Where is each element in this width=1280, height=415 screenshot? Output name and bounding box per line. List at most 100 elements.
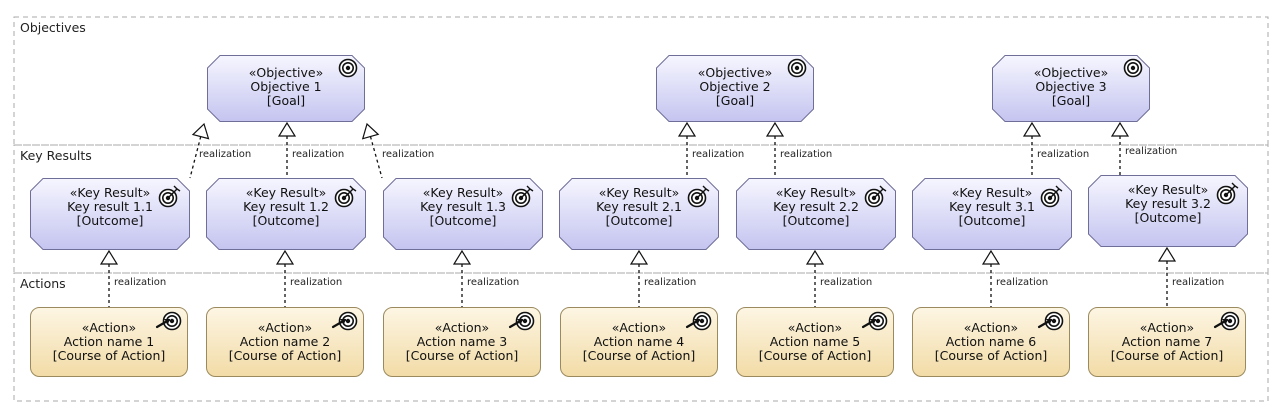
key-result-type: [Outcome] (958, 213, 1026, 228)
key-result-stereotype: «Key Result» (69, 185, 151, 200)
group-label-key-results: Key Results (20, 148, 92, 163)
action-node-a1[interactable]: «Action»Action name 1[Course of Action] (30, 307, 188, 377)
realization-edge-k21 (677, 121, 697, 178)
action-body (206, 307, 364, 377)
key-result-text: «Key Result»Key result 3.2[Outcome] (1088, 183, 1248, 225)
objective-node-o2[interactable]: «Objective»Objective 2[Goal] (656, 55, 814, 122)
action-text: «Action»Action name 4[Course of Action] (560, 321, 718, 363)
target-icon (338, 58, 358, 78)
action-body (30, 307, 188, 377)
key-result-body (559, 178, 719, 250)
key-result-text: «Key Result»Key result 3.1[Outcome] (912, 186, 1072, 228)
group-label-objectives: Objectives (20, 20, 86, 35)
action-type: [Course of Action] (52, 348, 166, 363)
action-type: [Course of Action] (1110, 348, 1224, 363)
objective-text: «Objective»Objective 2[Goal] (656, 66, 814, 108)
key-result-node-k32[interactable]: «Key Result»Key result 3.2[Outcome] (1088, 175, 1248, 247)
key-result-node-k31[interactable]: «Key Result»Key result 3.1[Outcome] (912, 178, 1072, 250)
realization-edge-k13 (361, 122, 383, 179)
objective-stereotype: «Objective» (697, 65, 773, 80)
target-icon (864, 185, 887, 208)
action-type: [Course of Action] (228, 348, 342, 363)
key-result-type: [Outcome] (782, 213, 850, 228)
objective-body (656, 55, 814, 122)
key-result-node-k11[interactable]: «Key Result»Key result 1.1[Outcome] (30, 178, 190, 250)
realization-label: realization (996, 277, 1049, 288)
objectives-group-frame (13, 16, 1269, 146)
action-stereotype: «Action» (1139, 320, 1195, 335)
objective-name: Objective 1 (250, 79, 322, 94)
key-result-shape (30, 178, 190, 250)
target-with-arrow-icon (685, 311, 712, 331)
action-shape (1088, 307, 1246, 377)
action-stereotype: «Action» (257, 320, 313, 335)
key-result-node-k13[interactable]: «Key Result»Key result 1.3[Outcome] (383, 178, 543, 250)
key-result-stereotype: «Key Result» (598, 185, 680, 200)
target-icon (334, 185, 357, 208)
objective-node-o1[interactable]: «Objective»Objective 1[Goal] (207, 55, 365, 122)
realization-label: realization (644, 277, 697, 288)
action-text: «Action»Action name 3[Course of Action] (383, 321, 541, 363)
key-result-name: Key result 1.2 (243, 199, 329, 214)
action-node-a6[interactable]: «Action»Action name 6[Course of Action] (912, 307, 1070, 377)
key-result-type: [Outcome] (76, 213, 144, 228)
key-result-shape (736, 178, 896, 250)
objective-shape (656, 55, 814, 122)
realization-edge-k12 (277, 121, 297, 178)
realization-edge-a7 (1157, 246, 1177, 307)
target-with-arrow-icon (1213, 311, 1240, 331)
action-node-a4[interactable]: «Action»Action name 4[Course of Action] (560, 307, 718, 377)
action-node-a7[interactable]: «Action»Action name 7[Course of Action] (1088, 307, 1246, 377)
realization-label: realization (382, 149, 435, 160)
action-shape (912, 307, 1070, 377)
target-with-arrow-icon (331, 311, 358, 331)
key-result-shape (559, 178, 719, 250)
action-body (560, 307, 718, 377)
objective-node-o3[interactable]: «Objective»Objective 3[Goal] (992, 55, 1150, 122)
target-icon (687, 185, 710, 208)
key-result-text: «Key Result»Key result 1.3[Outcome] (383, 186, 543, 228)
realization-label: realization (467, 277, 520, 288)
action-node-a3[interactable]: «Action»Action name 3[Course of Action] (383, 307, 541, 377)
objective-stereotype: «Objective» (1033, 65, 1109, 80)
key-result-shape (206, 178, 366, 250)
action-shape (206, 307, 364, 377)
key-result-body (1088, 175, 1248, 247)
key-result-name: Key result 1.3 (420, 199, 506, 214)
objective-stereotype: «Objective» (248, 65, 324, 80)
action-node-a2[interactable]: «Action»Action name 2[Course of Action] (206, 307, 364, 377)
action-stereotype: «Action» (81, 320, 137, 335)
objective-type: [Goal] (715, 93, 755, 108)
key-result-stereotype: «Key Result» (1127, 182, 1209, 197)
action-body (736, 307, 894, 377)
action-type: [Course of Action] (405, 348, 519, 363)
target-icon (158, 185, 181, 208)
key-result-name: Key result 2.1 (596, 199, 682, 214)
action-name: Action name 2 (239, 334, 331, 349)
realization-label: realization (290, 277, 343, 288)
realization-edge-k11 (189, 122, 210, 179)
objective-shape (992, 55, 1150, 122)
realization-edge-k31 (1022, 121, 1042, 178)
action-stereotype: «Action» (611, 320, 667, 335)
target-icon (1123, 58, 1143, 78)
key-result-body (206, 178, 366, 250)
objective-body (207, 55, 365, 122)
action-text: «Action»Action name 5[Course of Action] (736, 321, 894, 363)
key-result-shape (1088, 175, 1248, 247)
key-result-node-k12[interactable]: «Key Result»Key result 1.2[Outcome] (206, 178, 366, 250)
realization-label: realization (692, 149, 745, 160)
key-result-node-k22[interactable]: «Key Result»Key result 2.2[Outcome] (736, 178, 896, 250)
action-type: [Course of Action] (758, 348, 872, 363)
objective-text: «Objective»Objective 1[Goal] (207, 66, 365, 108)
key-result-stereotype: «Key Result» (951, 185, 1033, 200)
key-result-stereotype: «Key Result» (422, 185, 504, 200)
key-result-stereotype: «Key Result» (245, 185, 327, 200)
key-result-name: Key result 3.2 (1125, 196, 1211, 211)
key-result-node-k21[interactable]: «Key Result»Key result 2.1[Outcome] (559, 178, 719, 250)
realization-edge-k32 (1110, 121, 1130, 175)
key-result-body (383, 178, 543, 250)
key-result-type: [Outcome] (252, 213, 320, 228)
key-results-group-frame (13, 144, 1269, 274)
action-node-a5[interactable]: «Action»Action name 5[Course of Action] (736, 307, 894, 377)
